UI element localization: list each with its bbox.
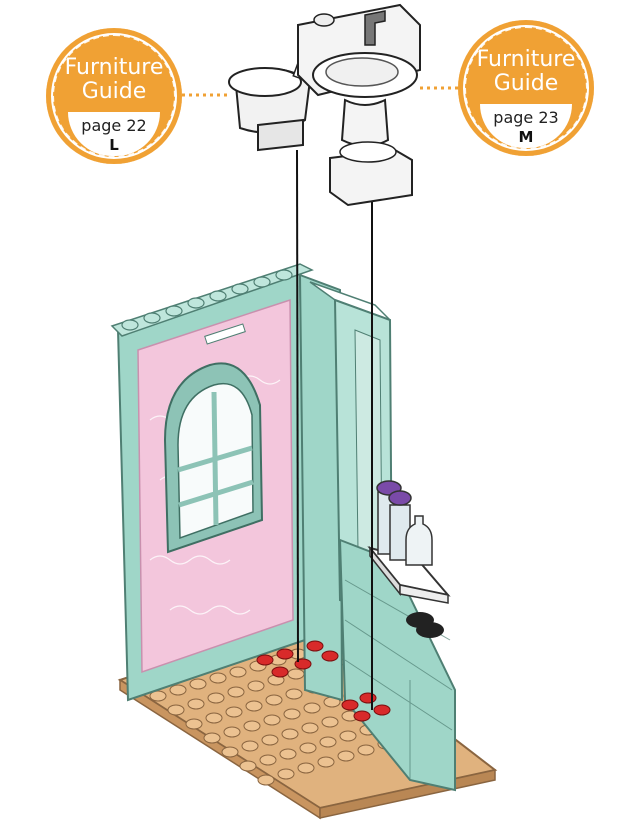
baseplate-stud [260,755,276,765]
badge-letter: M [480,128,572,146]
baseplate-stud [222,747,238,757]
baseplate-stud [226,707,242,717]
baseplate-stud [266,695,282,705]
baseplate-stud [228,687,244,697]
baseplate-stud [322,717,338,727]
baseplate-stud [282,729,298,739]
baseplate-stud [338,751,354,761]
baseplate-stud [358,745,374,755]
badge-title: Furniture Guide [46,56,182,104]
baseplate-stud [170,685,186,695]
baseplate-stud [190,679,206,689]
baseplate-stud [264,715,280,725]
badge-page: page 22 [68,116,160,135]
baseplate-stud [248,681,264,691]
baseplate-stud [258,775,274,785]
baseplate-stud [224,727,240,737]
baseplate-stud [280,749,296,759]
baseplate-stud [208,693,224,703]
baseplate-stud [204,733,220,743]
baseplate-stud [284,709,300,719]
sink [298,5,420,205]
furniture-guide-badge-l: Furniture Guide page 22 L [46,28,182,164]
badge-title: Furniture Guide [458,48,594,96]
baseplate-stud [278,769,294,779]
baseplate-stud [188,699,204,709]
baseplate-stud [206,713,222,723]
badge-title-line2: Guide [458,72,594,96]
badge-page-panel: page 22 L [68,112,160,156]
baseplate-stud [340,731,356,741]
baseplate-stud [210,673,226,683]
baseplate-stud [240,761,256,771]
baseplate-stud [186,719,202,729]
badge-letter: L [68,136,160,154]
baseplate-stud [244,721,260,731]
baseplate-stud [318,757,334,767]
baseplate-stud [288,669,304,679]
baseplate-stud [246,701,262,711]
arched-window [165,363,262,552]
baseplate-stud [302,723,318,733]
baseplate-stud [230,667,246,677]
baseplate-stud [320,737,336,747]
badge-title-line2: Guide [46,80,182,104]
badge-page: page 23 [480,108,572,127]
baseplate-stud [262,735,278,745]
baseplate-stud [298,763,314,773]
badge-page-panel: page 23 M [480,104,572,148]
baseplate-stud [286,689,302,699]
badge-title-line1: Furniture [46,56,182,80]
baseplate-stud [300,743,316,753]
furniture-guide-badge-m: Furniture Guide page 23 M [458,20,594,156]
baseplate-stud [304,703,320,713]
baseplate-stud [168,705,184,715]
baseplate-stud [242,741,258,751]
badge-title-line1: Furniture [458,48,594,72]
